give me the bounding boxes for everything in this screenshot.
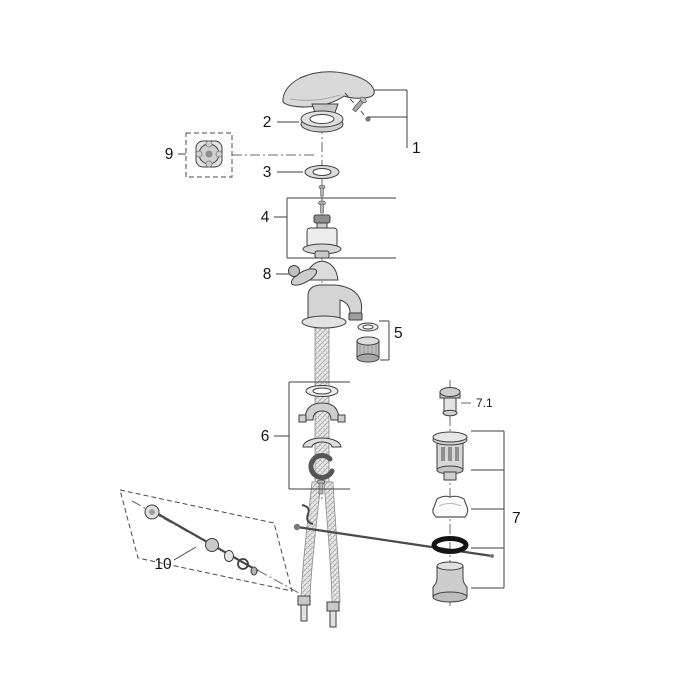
- plug-flange: [432, 431, 468, 443]
- part10-axis: [131, 500, 309, 599]
- ring3-hole: [312, 168, 332, 176]
- pull-rod-knob-center: [149, 509, 155, 515]
- tailpiece-bottom: [432, 591, 468, 603]
- part9-lug-left: [195, 150, 203, 158]
- plug-slot-3: [455, 447, 459, 461]
- left-hose-tip: [300, 604, 308, 622]
- screw-leader: [344, 92, 367, 118]
- handle-screw: [352, 96, 367, 113]
- popup-rod-ball-end: [293, 523, 301, 531]
- cartridge-bottom-stem: [314, 250, 330, 259]
- tailpiece-top: [436, 561, 464, 571]
- horseshoe-wing-left: [298, 414, 307, 423]
- horseshoe-bracket: [304, 402, 340, 421]
- knob-base: [442, 409, 458, 417]
- pull-rod-tip: [250, 566, 258, 576]
- pull-rod-assembly-part10: [119, 489, 293, 592]
- dashed-box-10: [119, 489, 293, 592]
- screw-plug-dot: [365, 116, 371, 122]
- bracket-5: [379, 320, 390, 361]
- plug-slot-2: [448, 447, 452, 461]
- leader-10: [173, 546, 197, 561]
- bracket-6: [274, 381, 350, 490]
- faucet-body: [301, 284, 363, 329]
- right-hose-braid: [323, 481, 341, 603]
- left-supply-hose: [297, 481, 322, 622]
- left-hose-braid: [300, 481, 322, 597]
- part9-center: [205, 150, 213, 158]
- plug-stem: [443, 471, 457, 481]
- drain-plug: [432, 431, 468, 481]
- lever-arm: [290, 268, 318, 286]
- knob-cap: [439, 387, 461, 397]
- mount-o-ring-hole: [312, 387, 332, 395]
- aerator-group-part5: [356, 322, 380, 363]
- part9-lug-top: [205, 140, 213, 148]
- drain-tailpiece: [432, 561, 468, 603]
- part-label-9: 9: [165, 146, 174, 163]
- part-label-5: 5: [394, 325, 403, 342]
- part-label-7-1: 7.1: [476, 396, 493, 410]
- tiny-screw-shaft: [320, 187, 324, 197]
- aerator-washer-hole: [362, 324, 374, 330]
- part-label-3: 3: [263, 164, 272, 181]
- cap-ring-hole: [309, 114, 335, 124]
- plastic-nut: [432, 495, 469, 518]
- popup-knob-part71: [439, 387, 461, 417]
- cartridge-knurl-cap: [313, 214, 331, 224]
- pull-rod-ring: [237, 558, 249, 570]
- bracket-4: [274, 197, 396, 259]
- bracket-1: [368, 89, 408, 148]
- bracket-7: [471, 430, 505, 589]
- cartridge-stem: [316, 222, 328, 229]
- dashed-box-9: [185, 132, 233, 178]
- right-supply-hose: [323, 481, 341, 628]
- popup-rod-tip: [490, 554, 494, 558]
- cartridge-screw-shaft: [320, 203, 324, 214]
- part-label-6: 6: [261, 428, 270, 445]
- screw-head: [359, 96, 367, 104]
- part9-lug-bottom: [205, 160, 213, 168]
- black-o-ring: [431, 536, 469, 554]
- part9-lug-right: [215, 150, 223, 158]
- right-hose-tip: [329, 610, 337, 628]
- body-base-flange: [301, 315, 347, 329]
- lever-ball: [288, 265, 300, 277]
- plug-slot-1: [441, 447, 445, 461]
- lever-handle: [282, 71, 375, 108]
- ring-part3: [304, 165, 340, 197]
- left-hose-nut: [297, 595, 311, 606]
- part-label-10: 10: [154, 556, 172, 573]
- aerator-knurl: [359, 343, 377, 356]
- right-hose-nut: [326, 601, 340, 612]
- nut-body: [432, 495, 469, 518]
- pull-rod-washer: [224, 550, 234, 562]
- lever-shading: [289, 94, 341, 101]
- fork-washer: [302, 437, 342, 448]
- body-and-spout: [307, 284, 363, 323]
- aerator-bottom: [356, 353, 380, 363]
- spout-aerator-tip: [348, 312, 363, 321]
- horseshoe-wing-right: [337, 414, 346, 423]
- nut-detail: [438, 503, 462, 507]
- cap-ring-part2: [300, 110, 344, 133]
- body-dome-part8: [288, 260, 339, 286]
- knurl-lines: [316, 215, 327, 223]
- pull-rod-ball: [205, 538, 219, 552]
- c-clamp: [308, 453, 335, 480]
- cartridge-top-view-part9: [185, 132, 233, 178]
- part-label-1: 1: [412, 140, 421, 157]
- part-label-2: 2: [263, 114, 272, 131]
- part-label-7: 7: [512, 510, 521, 527]
- part-label-4: 4: [261, 209, 270, 226]
- cartridge-group-part4: [302, 200, 342, 259]
- s-hook: [301, 504, 314, 525]
- part-label-8: 8: [263, 266, 272, 283]
- aerator-top: [356, 336, 380, 346]
